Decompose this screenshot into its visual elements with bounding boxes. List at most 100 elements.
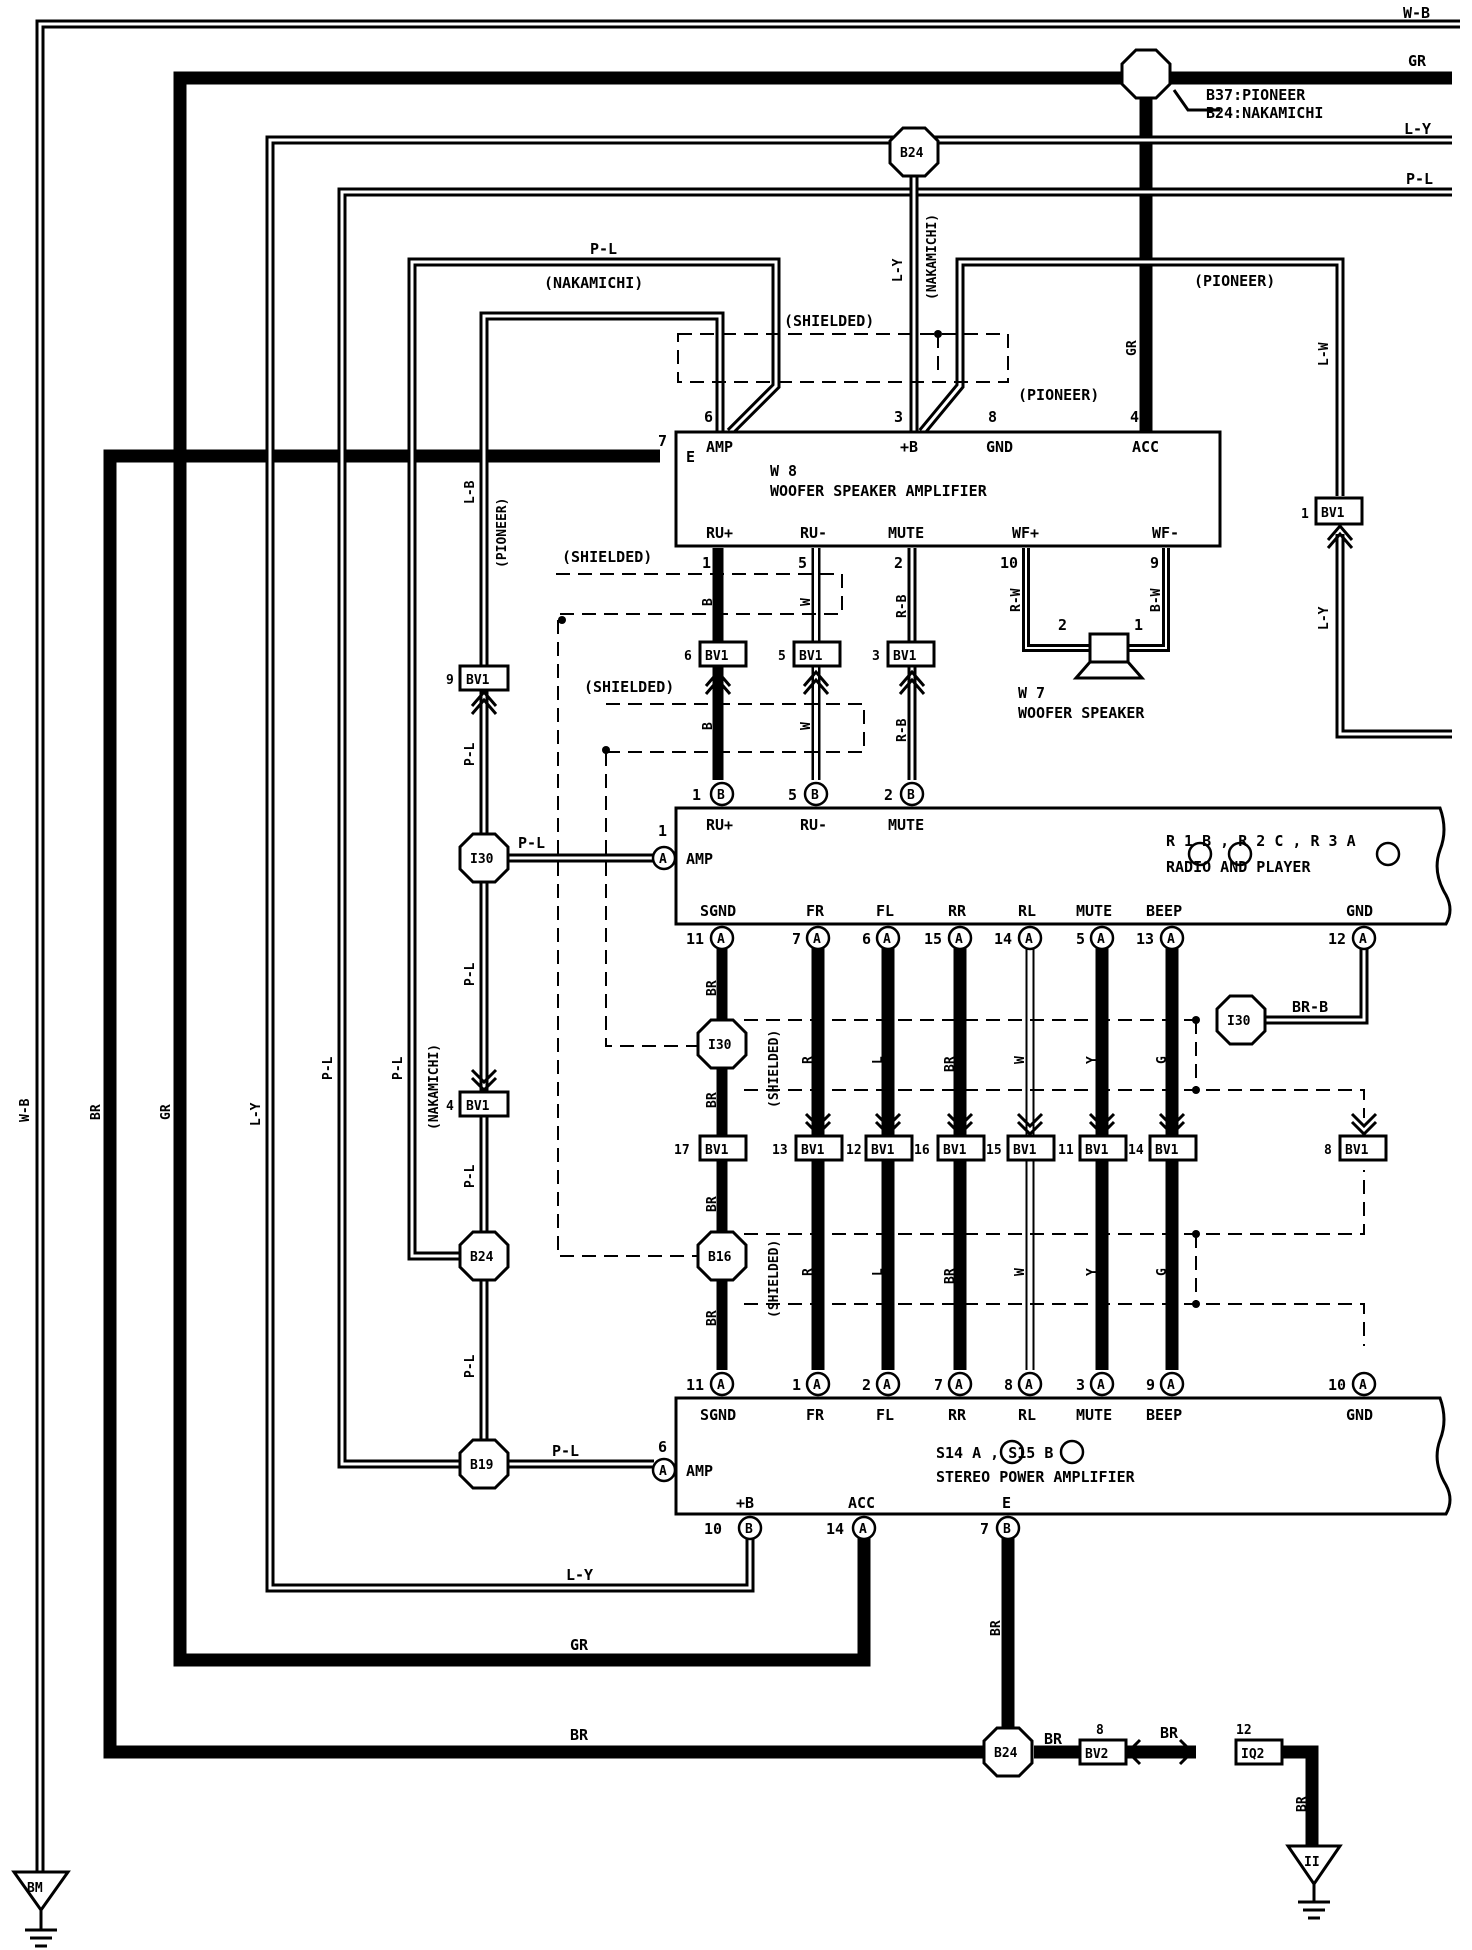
w8-pin-3: 3 (894, 408, 903, 426)
woofer-speaker-icon (1072, 632, 1146, 680)
bv2-label: BV2 (1085, 1747, 1108, 1762)
wire-label-gr-left: GR (159, 1104, 174, 1120)
pin-letter: A (717, 1378, 725, 1393)
note-shielded-w8: (SHIELDED) (784, 312, 874, 330)
radio-label-fl: FL (876, 902, 894, 920)
radio-name: RADIO AND PLAYER (1166, 858, 1311, 876)
bv1-label-3: BV1 (893, 649, 917, 664)
amp-name: STEREO POWER AMPLIFIER (936, 1468, 1136, 1486)
junction-label-i30-left: I30 (470, 852, 494, 867)
shield-dots (558, 330, 1200, 1308)
amp-pin-8: 8 (1004, 1376, 1013, 1394)
bv1-pin-3: 3 (872, 649, 880, 664)
junction-label-b24-top: B24 (900, 146, 924, 161)
bv1-label-8: BV1 (1345, 1143, 1369, 1158)
wire-label-wb-left: W-B (18, 1098, 33, 1122)
wire-ly-right (1335, 534, 1452, 739)
junction-octagons (458, 48, 1267, 1778)
w8-pin-8: 8 (988, 408, 997, 426)
w7-code: W 7 (1018, 684, 1045, 702)
wire-label-w-upper: W (799, 598, 814, 606)
wire-label-pl-nak-left: P-L (391, 1056, 406, 1080)
pin-letter: A (1167, 1378, 1175, 1393)
wire-br-outer (103, 449, 1010, 1759)
w8-pin-10: 10 (1000, 554, 1018, 572)
wire-gr-outer (173, 71, 1452, 1667)
wire-label-r-1: R (801, 1056, 816, 1064)
w8-pin-7: 7 (658, 432, 667, 450)
note-pioneer-gnd: (PIONEER) (1018, 386, 1099, 404)
w8-label-mute: MUTE (888, 524, 924, 542)
amp-pin-7: 7 (934, 1376, 943, 1394)
radio-pin-6: 6 (862, 930, 871, 948)
bv1-label-6: BV1 (705, 649, 729, 664)
wire-label-y-1: Y (1085, 1056, 1100, 1064)
w8-label-acc: ACC (1132, 438, 1159, 456)
w8-name: WOOFER SPEAKER AMPLIFIER (770, 482, 988, 500)
amp-pin-11: 11 (686, 1376, 704, 1394)
radio-pin-1: 1 (692, 786, 701, 804)
wire-label-br-2: BR (705, 1092, 720, 1108)
bv1-label-14: BV1 (1155, 1143, 1179, 1158)
bv1-pin-17: 17 (674, 1143, 690, 1158)
wire-label-y-2: Y (1085, 1268, 1100, 1276)
wire-label-gr-acc: GR (1125, 340, 1140, 356)
wire-label-b-upper: B (701, 598, 716, 606)
vertical-labels: W-B BR GR L-Y P-L P-L (NAKAMICHI) L-B (P… (18, 214, 1332, 1812)
w8-box (674, 430, 1222, 548)
pin-letter: B (1003, 1522, 1011, 1537)
wire-label-ly-top: L-Y (1404, 120, 1431, 138)
radio-pin-13: 13 (1136, 930, 1154, 948)
pin-letter: A (1097, 1378, 1105, 1393)
wire-label-pl-left: P-L (321, 1056, 336, 1080)
w8-label-e: E (686, 448, 695, 466)
w7-name: WOOFER SPEAKER (1018, 704, 1145, 722)
pin-letter: A (813, 932, 821, 947)
junction-i30-mid (696, 1018, 748, 1070)
wire-label-l-2: L (871, 1268, 886, 1276)
wire-label-lb: L-B (463, 480, 478, 504)
junction-label-b19: B19 (470, 1458, 493, 1473)
radio-pin-7: 7 (792, 930, 801, 948)
bv1-pin-8: 8 (1324, 1143, 1332, 1158)
amp-label-b: +B (736, 1494, 754, 1512)
w8-pin-5: 5 (798, 554, 807, 572)
bv1-pin-1-right: 1 (1301, 507, 1309, 522)
wire-label-w-lower: W (799, 722, 814, 730)
wire-lines (35, 19, 1460, 1872)
pin-letter: A (1025, 1378, 1033, 1393)
ground-label-bm: BM (27, 1881, 43, 1896)
wire-label-pl-4: P-L (463, 1354, 478, 1378)
wire-label-w-1: W (1013, 1056, 1028, 1064)
wire-label-gr-bottom: GR (570, 1636, 589, 1654)
bv1-pin-14: 14 (1128, 1143, 1144, 1158)
amp-label-sgnd: SGND (700, 1406, 736, 1424)
junction-label-b16: B16 (708, 1250, 732, 1265)
junction-i30-left (458, 832, 510, 884)
amp-label-beep: BEEP (1146, 1406, 1182, 1424)
bv1-pin-16: 16 (914, 1143, 930, 1158)
wire-label-gr-top: GR (1408, 52, 1427, 70)
radio-label-rum: RU- (800, 816, 827, 834)
w8-pin-2: 2 (894, 554, 903, 572)
wire-label-br-4: BR (705, 1310, 720, 1326)
junction-b16 (696, 1230, 748, 1282)
bv1-label-9: BV1 (466, 673, 490, 688)
amp-label-fr: FR (806, 1406, 825, 1424)
wire-label-g-1: G (1155, 1056, 1170, 1064)
radio-pin-5: 5 (788, 786, 797, 804)
amp-label-mute: MUTE (1076, 1406, 1112, 1424)
junction-b24-left (458, 1230, 510, 1282)
w8-pin-1: 1 (702, 554, 711, 572)
junction-label-b24-left: B24 (470, 1250, 494, 1265)
junction-top (1120, 48, 1172, 100)
amp-pin-2: 2 (862, 1376, 871, 1394)
note-nakamichi-b: (NAKAMICHI) (925, 214, 940, 300)
note-pioneer-lw: (PIONEER) (1194, 272, 1275, 290)
pin-letter: B (745, 1522, 753, 1537)
pin-letter: A (1097, 932, 1105, 947)
radio-label-fr: FR (806, 902, 825, 920)
bv2-pin-8: 8 (1096, 1723, 1104, 1738)
connector-chevrons (470, 89, 1378, 1766)
w8-code: W 8 (770, 462, 797, 480)
